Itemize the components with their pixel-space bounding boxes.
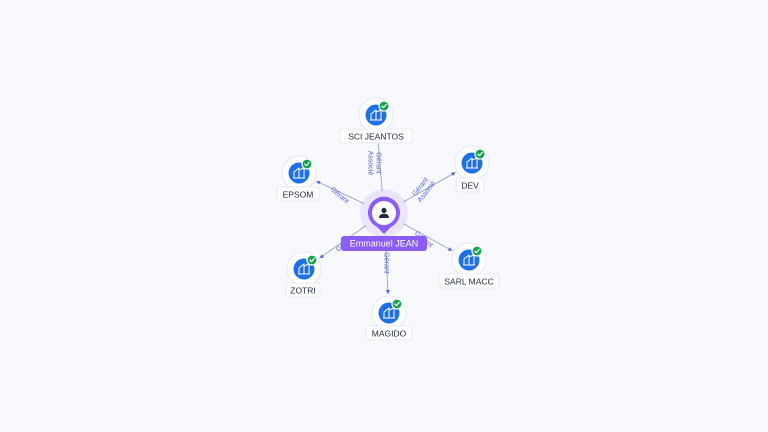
arrow-icon bbox=[319, 254, 324, 259]
building-icon bbox=[298, 263, 310, 275]
verified-check-icon bbox=[306, 254, 318, 266]
company-node-sarl-macc[interactable]: SARL MACC bbox=[438, 242, 500, 289]
building-icon bbox=[293, 167, 305, 179]
company-name-box bbox=[276, 186, 320, 202]
person-node[interactable]: Emmanuel JEAN bbox=[341, 189, 427, 251]
arrow-icon bbox=[451, 172, 456, 177]
company-node-sci-jeantos[interactable]: SCI JEANTOS bbox=[339, 97, 413, 144]
company-node-zotri[interactable]: ZOTRI bbox=[285, 251, 322, 298]
company-node-magido[interactable]: MAGIDO bbox=[365, 295, 413, 341]
edge-line bbox=[377, 133, 383, 192]
relation-line: Gérant bbox=[375, 152, 382, 173]
company-name: DEV bbox=[461, 181, 479, 191]
arrow-icon bbox=[316, 180, 321, 185]
relation-label: GérantAssocié bbox=[410, 175, 437, 204]
edge-epsom: Gérant bbox=[316, 180, 365, 205]
verified-check-icon bbox=[378, 100, 390, 112]
building-icon bbox=[466, 157, 478, 169]
arrow-icon bbox=[385, 289, 390, 295]
arrow-icon bbox=[447, 247, 453, 251]
edge-line bbox=[402, 172, 456, 203]
company-name-box bbox=[285, 282, 321, 298]
verified-check-icon bbox=[301, 158, 313, 170]
edge-dev: GérantAssocié bbox=[402, 172, 456, 204]
company-nodes: SCI JEANTOS DEV EPSOM SARL MACC ZOTRI MAGIDO bbox=[276, 97, 500, 341]
person-name-box bbox=[341, 236, 427, 251]
person-icon bbox=[379, 207, 389, 218]
relation-label: Gé bbox=[335, 242, 347, 254]
company-node-dev[interactable]: DEV bbox=[454, 145, 490, 193]
relation-label: Gérant bbox=[383, 252, 390, 273]
company-name: MAGIDO bbox=[372, 329, 407, 339]
building-icon bbox=[383, 307, 395, 319]
company-name-box bbox=[365, 325, 413, 341]
company-name: SCI JEANTOS bbox=[348, 132, 404, 142]
relation-line: Associé bbox=[367, 151, 374, 176]
building-icon bbox=[463, 254, 475, 266]
person-name: Emmanuel JEAN bbox=[350, 239, 419, 249]
company-name-box bbox=[438, 273, 500, 289]
edge-line bbox=[403, 223, 453, 252]
building-icon bbox=[370, 109, 382, 121]
company-node-epsom[interactable]: EPSOM bbox=[276, 155, 320, 202]
company-name: EPSOM bbox=[283, 190, 314, 200]
verified-check-icon bbox=[391, 298, 403, 310]
relation-line: Gé bbox=[335, 242, 347, 254]
company-name: ZOTRI bbox=[290, 286, 316, 296]
company-name: SARL MACC bbox=[444, 277, 493, 287]
company-name-box bbox=[455, 177, 485, 193]
company-name-box bbox=[339, 128, 413, 144]
verified-check-icon bbox=[471, 245, 483, 257]
verified-check-icon bbox=[474, 148, 486, 160]
edge-line bbox=[316, 180, 365, 204]
relation-label: GérantAssocié bbox=[367, 151, 382, 176]
relation-line: Gérant bbox=[383, 252, 390, 273]
